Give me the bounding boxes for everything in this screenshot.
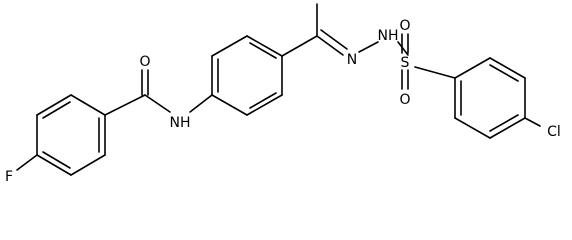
ring3-double-2 xyxy=(489,114,519,132)
carbonyl-n-bond xyxy=(144,94,171,113)
ring1-double-1 xyxy=(42,101,71,119)
ring1-bond-5 xyxy=(70,154,106,176)
ring1-double-2 xyxy=(42,151,71,169)
ring1-bond-2 xyxy=(36,94,72,116)
atom-label-chlorine: Cl xyxy=(547,124,561,140)
c-cl-bond xyxy=(524,117,541,127)
structure-canvas: O NH F N NH S O O Cl xyxy=(5,3,561,185)
ring2-double-2 xyxy=(249,42,277,59)
ring1-bond-1 xyxy=(70,94,106,116)
s-ring3-bond xyxy=(414,66,456,79)
atom-label-sulfur: S xyxy=(401,55,410,71)
hydrazone-linker xyxy=(281,3,409,57)
atom-label-o-amide: O xyxy=(139,54,150,70)
ring2-double-3 xyxy=(249,92,277,109)
imine-bond-a xyxy=(316,35,344,56)
ring3-bond-1 xyxy=(454,57,491,79)
ring1-bond-4 xyxy=(36,154,72,176)
imine-bond-b xyxy=(320,29,348,50)
atom-label-nh-amide: NH xyxy=(170,115,191,131)
atom-label-o-sulfonyl-top: O xyxy=(399,18,410,34)
chlorophenyl-ring xyxy=(454,57,526,139)
ring2-bond-6 xyxy=(211,94,248,116)
ring1-carbonyl-bond xyxy=(104,94,146,116)
ring2-imine-carbon-bond xyxy=(281,35,318,57)
c-f-bond xyxy=(16,154,38,171)
n-s-bond xyxy=(397,41,409,56)
ring3-bond-5 xyxy=(454,117,491,139)
atom-label-fluorine: F xyxy=(5,169,13,185)
ring3-bond-4 xyxy=(489,117,526,139)
ring2-bond-2 xyxy=(211,35,248,57)
atom-label-nh-hydrazone: NH xyxy=(378,28,399,44)
central-phenyl-ring xyxy=(211,35,283,116)
n-n-bond xyxy=(358,41,379,53)
atom-label-o-sulfonyl-bottom: O xyxy=(399,92,410,108)
ring3-double-1 xyxy=(489,64,519,82)
ring2-bond-5 xyxy=(246,94,283,116)
atom-label-n-imine: N xyxy=(347,52,357,68)
n-ring2-bond xyxy=(189,94,213,113)
ring2-bond-3 xyxy=(246,35,283,57)
chemical-structure-diagram: O NH F N NH S O O Cl xyxy=(5,3,561,185)
ring3-bond-2 xyxy=(489,57,526,79)
sulfonyl-group xyxy=(401,33,456,90)
amide-group xyxy=(104,69,213,116)
fluorophenyl-ring xyxy=(36,94,106,176)
